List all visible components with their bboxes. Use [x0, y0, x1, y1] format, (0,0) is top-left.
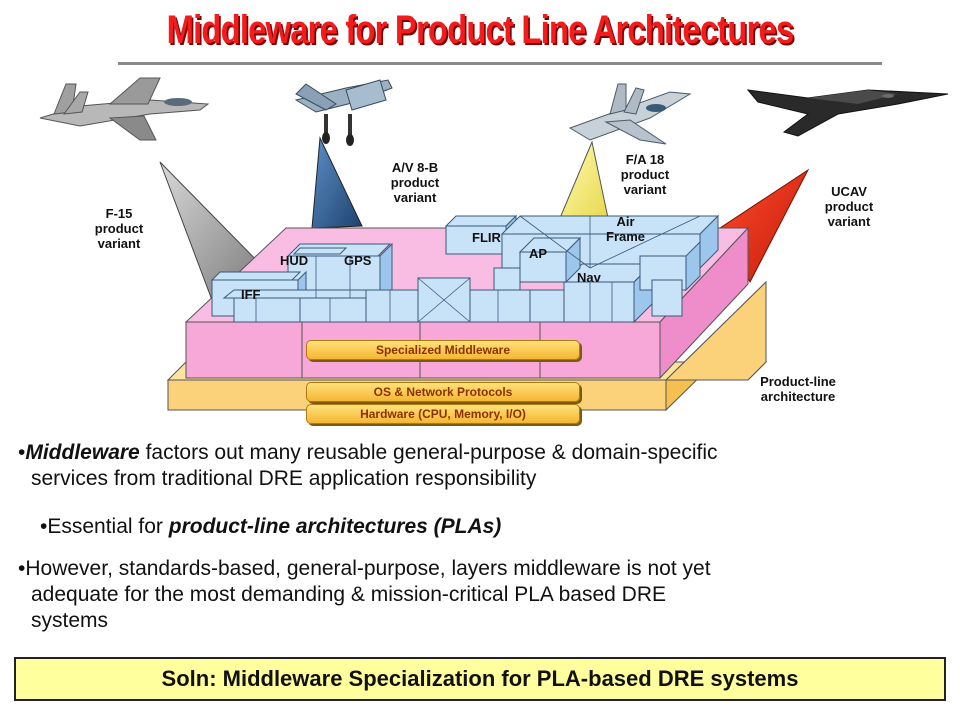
hardware-layer: Hardware (CPU, Memory, I/O) [306, 404, 580, 424]
bullet-3: •However, standards-based, general-purpo… [18, 557, 711, 632]
fa18-beam [559, 140, 609, 219]
ucav-drone-icon [746, 89, 949, 137]
os-network-layer: OS & Network Protocols [306, 382, 580, 402]
iff-label: IFF [241, 287, 261, 302]
hud-label: HUD [280, 253, 309, 268]
nav-label: Nav [577, 270, 601, 285]
flir-label: FLIR [472, 230, 501, 245]
base-platform-right [664, 280, 767, 381]
pla-diagram [39, 77, 949, 412]
bullet-2-emphasis: product-line architectures (PLAs) [168, 515, 502, 538]
bullet-2: •Essential for product-line architecture… [40, 515, 502, 538]
title-underline [118, 62, 882, 65]
specialized-middleware-layer: Specialized Middleware [306, 340, 580, 360]
hornet-jet-icon [568, 83, 692, 145]
component-blocks [210, 214, 720, 324]
pink-block-side [659, 226, 749, 380]
harrier-jet-icon [294, 79, 393, 146]
bullet-1-emphasis: Middleware [25, 441, 140, 464]
solution-banner: Soln: Middleware Specialization for PLA-… [14, 657, 946, 701]
ap-label: AP [529, 246, 548, 261]
av8b-beam [311, 136, 363, 229]
gps-label: GPS [344, 253, 372, 268]
page-title: Middleware for Product Line Architecture… [166, 8, 795, 52]
f15-jet-icon [39, 77, 210, 141]
bullet-1: •Middleware factors out many reusable ge… [18, 441, 718, 490]
